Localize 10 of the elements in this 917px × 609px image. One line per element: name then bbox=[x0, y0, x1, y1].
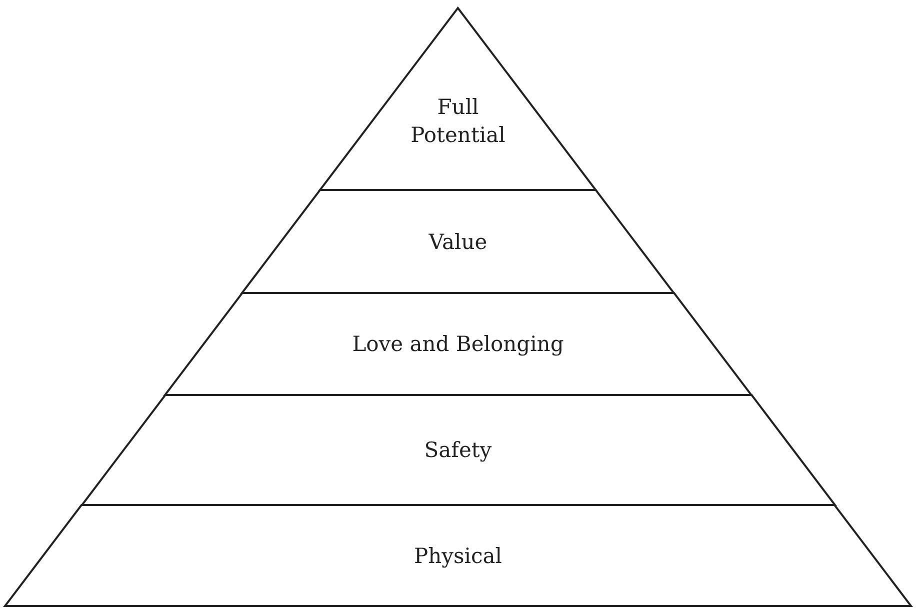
tier-label: Physical bbox=[412, 542, 503, 570]
tier-label: Love and Belonging bbox=[351, 331, 565, 358]
tier-label: Value bbox=[428, 228, 488, 256]
tier-label: Full Potential bbox=[410, 94, 506, 149]
pyramid-apex bbox=[320, 8, 596, 190]
pyramid-tier bbox=[82, 395, 834, 505]
tier-label: Safety bbox=[423, 437, 493, 464]
pyramid-tier bbox=[5, 505, 911, 606]
pyramid-tier bbox=[164, 293, 752, 395]
pyramid-tier bbox=[242, 190, 674, 293]
